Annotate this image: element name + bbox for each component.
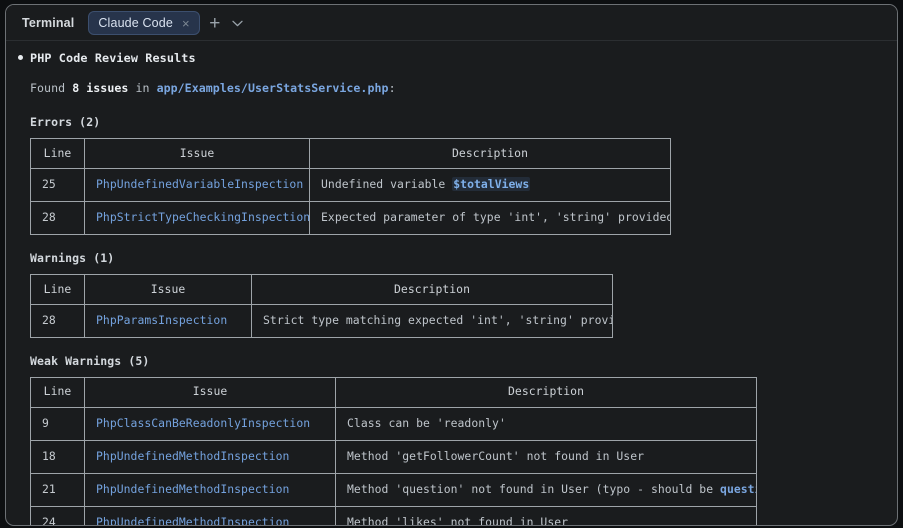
- desc-text: Expected parameter of type 'int', 'strin…: [321, 210, 671, 225]
- chevron-down-icon[interactable]: [230, 14, 246, 32]
- cell-line: 25: [30, 168, 85, 203]
- terminal-output: PHP Code Review Results Found 8 issues i…: [6, 41, 897, 525]
- cell-description: Class can be 'readonly': [335, 406, 757, 441]
- desc-text: Class can be 'readonly': [347, 415, 506, 430]
- column-header-line: Line: [30, 376, 85, 408]
- table-header-row: Line Issue Description: [30, 273, 613, 305]
- table-row: 28 PhpStrictTypeCheckingInspection Expec…: [30, 201, 671, 236]
- column-header-description: Description: [309, 138, 671, 170]
- column-header-description: Description: [251, 273, 613, 305]
- desc-inline-code: questions: [720, 481, 755, 496]
- new-tab-icon[interactable]: +: [209, 12, 221, 34]
- cell-issue: PhpUndefinedMethodInspection: [84, 505, 336, 525]
- warnings-table: Line Issue Description 28 PhpParamsInspe…: [30, 273, 613, 338]
- cell-description: Method 'likes' not found in User: [335, 505, 757, 525]
- section-title-weak-warnings: Weak Warnings (5): [30, 353, 150, 368]
- cell-line: 21: [30, 472, 85, 507]
- cell-description: Expected parameter of type 'int', 'strin…: [309, 201, 671, 236]
- bullet-icon: [18, 55, 23, 60]
- cell-issue: PhpUndefinedMethodInspection: [84, 472, 336, 507]
- tab-terminal[interactable]: Terminal: [16, 11, 82, 35]
- table-header-row: Line Issue Description: [30, 138, 671, 170]
- desc-text: Strict type matching expected 'int', 'st…: [263, 313, 613, 328]
- issue-summary: Found 8 issues in app/Examples/UserStats…: [30, 80, 883, 98]
- cell-line: 24: [30, 505, 85, 525]
- desc-text: Undefined variable: [321, 177, 453, 192]
- section-title-errors: Errors (2): [30, 115, 101, 130]
- tab-claude-code-label: Claude Code: [98, 16, 173, 30]
- table-row: 18 PhpUndefinedMethodInspection Method '…: [30, 439, 757, 474]
- tab-terminal-label: Terminal: [22, 16, 75, 30]
- table-row: 21 PhpUndefinedMethodInspection Method '…: [30, 472, 757, 507]
- weak-warnings-table: Line Issue Description 9 PhpClassCanBeRe…: [30, 376, 757, 525]
- column-header-line: Line: [30, 138, 85, 170]
- tab-claude-code[interactable]: Claude Code ×: [88, 11, 200, 35]
- desc-text: Method 'likes' not found in User: [347, 514, 569, 525]
- cell-line: 18: [30, 439, 85, 474]
- desc-text: Method 'question' not found in User (typ…: [347, 481, 721, 496]
- table-header-row: Line Issue Description: [30, 376, 757, 408]
- cell-line: 28: [30, 201, 85, 236]
- cell-issue: PhpStrictTypeCheckingInspection: [84, 201, 310, 236]
- terminal-window: Terminal Claude Code × + PHP Code Review…: [5, 4, 898, 526]
- cell-description: Method 'getFollowerCount' not found in U…: [335, 439, 757, 474]
- column-header-description: Description: [335, 376, 757, 408]
- output-headline-text: PHP Code Review Results: [30, 51, 196, 65]
- table-row: 9 PhpClassCanBeReadonlyInspection Class …: [30, 406, 757, 441]
- summary-suffix: :: [388, 81, 396, 96]
- summary-count: 8 issues: [72, 81, 129, 96]
- errors-table: Line Issue Description 25 PhpUndefinedVa…: [30, 138, 671, 236]
- cell-issue: PhpClassCanBeReadonlyInspection: [84, 406, 336, 441]
- cell-issue: PhpUndefinedVariableInspection: [84, 168, 310, 203]
- close-icon[interactable]: ×: [182, 15, 190, 31]
- summary-middle: in: [128, 81, 157, 96]
- table-row: 28 PhpParamsInspection Strict type match…: [30, 303, 613, 338]
- cell-line: 9: [30, 406, 85, 441]
- table-row: 25 PhpUndefinedVariableInspection Undefi…: [30, 168, 671, 203]
- table-row: 24 PhpUndefinedMethodInspection Method '…: [30, 505, 757, 525]
- cell-issue: PhpParamsInspection: [84, 303, 252, 338]
- output-headline: PHP Code Review Results: [18, 49, 883, 67]
- summary-file-path: app/Examples/UserStatsService.php: [156, 81, 389, 96]
- cell-line: 28: [30, 303, 85, 338]
- section-title-warnings: Warnings (1): [30, 251, 115, 266]
- cell-issue: PhpUndefinedMethodInspection: [84, 439, 336, 474]
- cell-description: Undefined variable $totalViews: [309, 168, 671, 203]
- cell-description: Method 'question' not found in User (typ…: [335, 472, 757, 507]
- column-header-line: Line: [30, 273, 85, 305]
- cell-description: Strict type matching expected 'int', 'st…: [251, 303, 613, 338]
- tab-bar: Terminal Claude Code × +: [6, 5, 897, 41]
- column-header-issue: Issue: [84, 138, 310, 170]
- desc-inline-code: $totalViews: [452, 177, 531, 192]
- summary-prefix: Found: [30, 81, 73, 96]
- desc-text: Method 'getFollowerCount' not found in U…: [347, 448, 645, 463]
- column-header-issue: Issue: [84, 376, 336, 408]
- column-header-issue: Issue: [84, 273, 252, 305]
